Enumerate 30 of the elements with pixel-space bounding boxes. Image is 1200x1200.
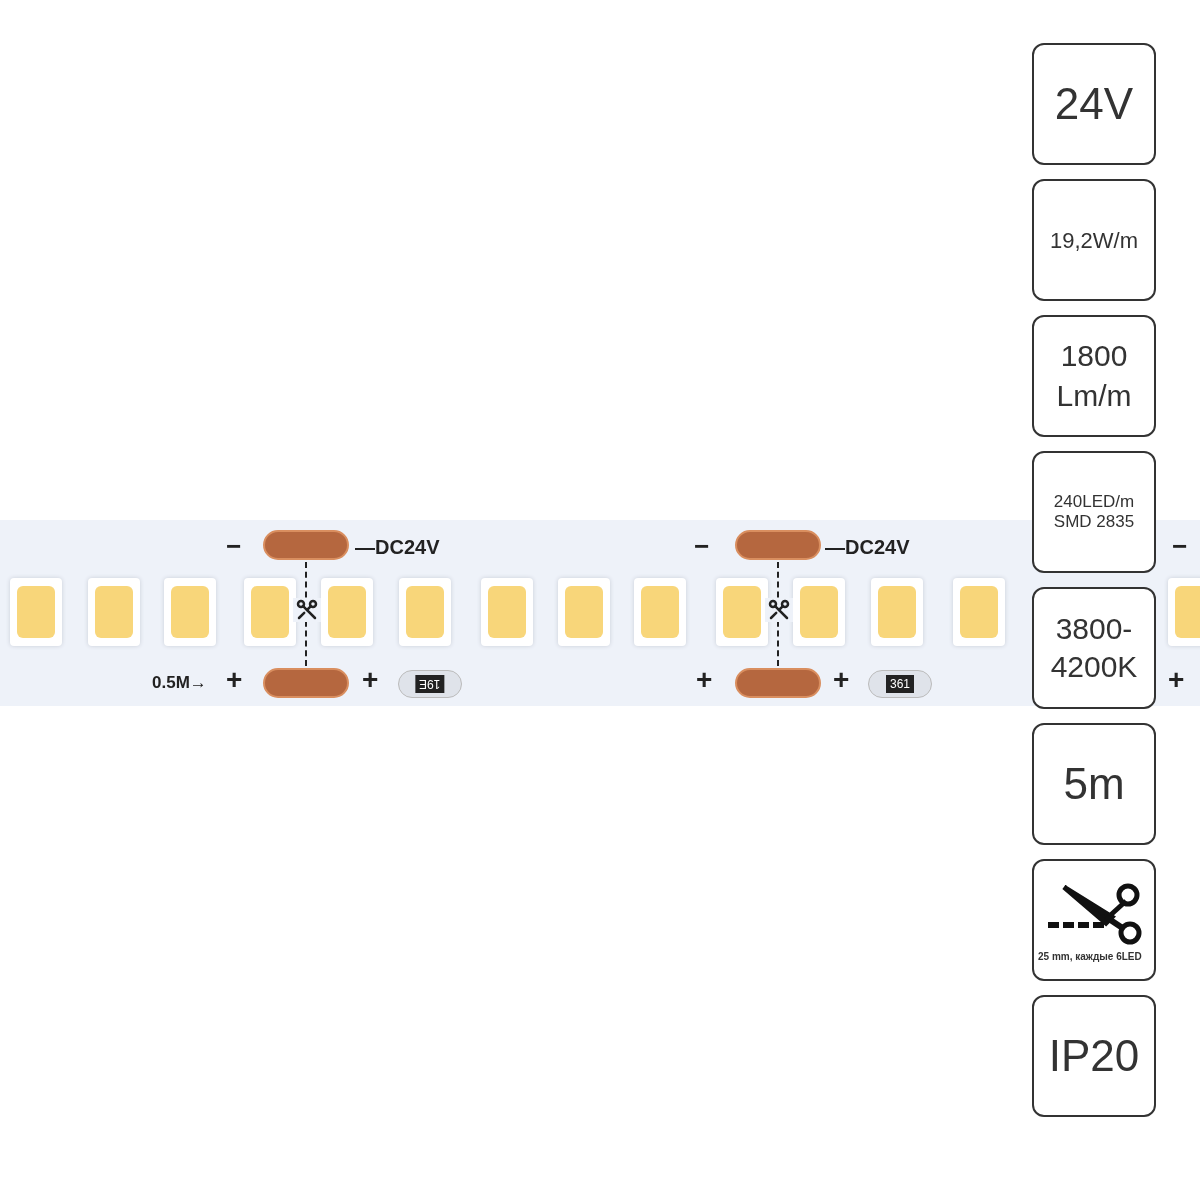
- strip-marking: —DC24V: [355, 537, 440, 557]
- resistor-code: 19E: [415, 675, 445, 693]
- spec-text: 5m: [1063, 758, 1125, 810]
- spec-text: IP20: [1048, 1030, 1140, 1082]
- spec-text: 240LED/m: [1053, 492, 1135, 512]
- strip-marking: 0.5M→: [152, 674, 207, 691]
- strip-marking: −: [1172, 533, 1188, 559]
- strip-marking: +: [833, 666, 850, 694]
- strip-marking: +: [696, 666, 713, 694]
- spec-box: [1032, 587, 1156, 709]
- resistor-code: 361: [886, 675, 914, 693]
- spec-box: [1032, 315, 1156, 437]
- spec-text: 19,2W/m: [1050, 226, 1138, 255]
- strip-marking: —DC24V: [825, 537, 910, 557]
- spec-box: [1032, 43, 1156, 165]
- spec-box: [1032, 859, 1156, 981]
- spec-box: [1032, 451, 1156, 573]
- spec-text: 25 mm, каждые 6LED: [1038, 951, 1142, 963]
- spec-text: 3800- 4200K: [1049, 611, 1139, 685]
- strip-marking: +: [1168, 666, 1185, 694]
- spec-box: [1032, 723, 1156, 845]
- strip-marking: −: [694, 533, 710, 559]
- spec-box: [1032, 179, 1156, 301]
- spec-text: SMD 2835: [1053, 512, 1135, 532]
- spec-text: 24V: [1054, 78, 1134, 130]
- strip-marking: +: [362, 666, 379, 694]
- spec-text: 1800 Lm/m: [1055, 338, 1133, 414]
- spec-box: [1032, 995, 1156, 1117]
- strip-marking: +: [226, 666, 243, 694]
- strip-marking: −: [226, 533, 242, 559]
